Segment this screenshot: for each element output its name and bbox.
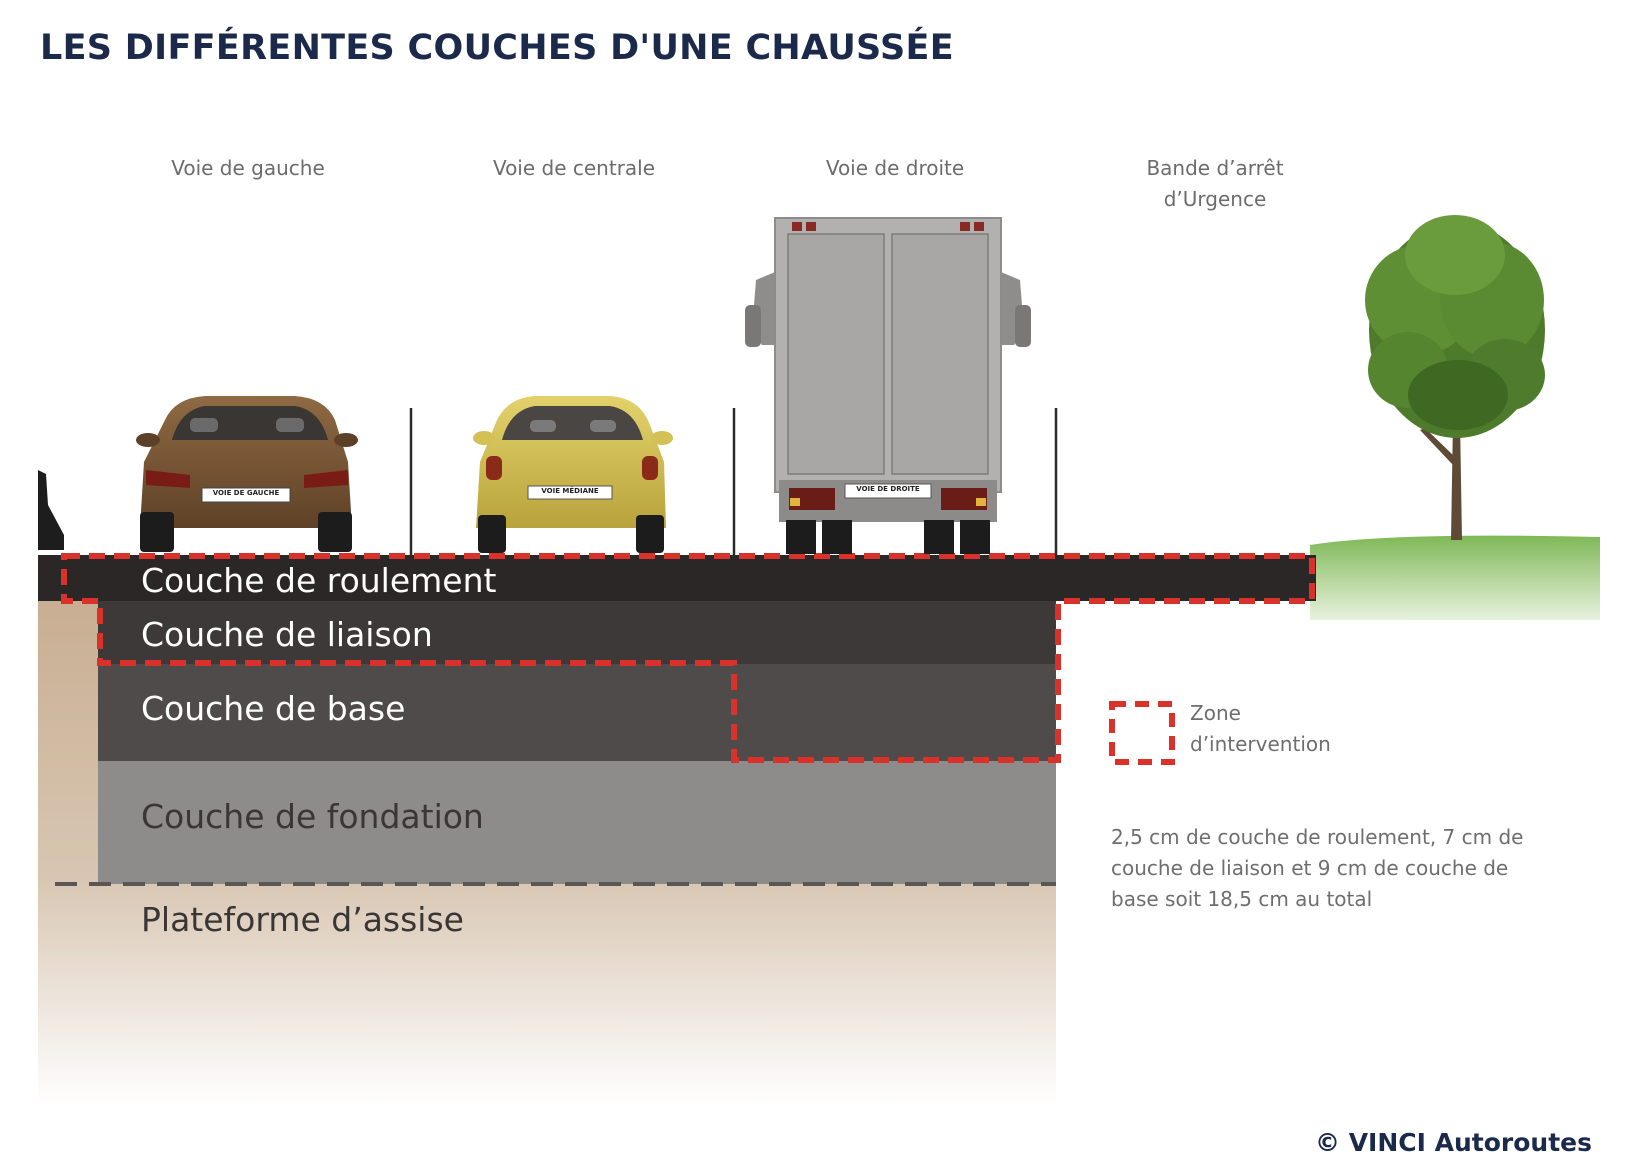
layer-label-roulement: Couche de roulement <box>141 561 497 600</box>
yellow-car-icon <box>473 396 673 553</box>
lane-label-left: Voie de gauche <box>171 156 325 180</box>
credit: © VINCI Autoroutes <box>1315 1128 1592 1157</box>
truck-icon <box>745 217 1031 554</box>
brown-car-icon <box>136 396 358 552</box>
plate-center-car: VOIE MÉDIANE <box>541 487 599 495</box>
thickness-note: 2,5 cm de couche de roulement, 7 cm de c… <box>1111 825 1524 911</box>
layer-label-fondation: Couche de fondation <box>141 797 484 836</box>
roulement-layer <box>38 555 1316 601</box>
intervention-zone-outline <box>61 553 1315 763</box>
base-layer <box>98 663 1056 761</box>
plate-left-car: VOIE DE GAUCHE <box>212 489 280 497</box>
layer-label-liaison: Couche de liaison <box>141 615 433 654</box>
left-barrier <box>38 470 64 550</box>
legend-zone-icon <box>1109 701 1175 765</box>
lane-label-right: Voie de droite <box>825 156 965 180</box>
liaison-layer <box>98 600 1056 664</box>
fondation-layer <box>98 760 1056 884</box>
lane-label-emergency: Bande d’arrêt d’Urgence <box>1146 156 1284 211</box>
plate-truck: VOIE DE DROITE <box>856 485 920 493</box>
page-title: LES DIFFÉRENTES COUCHES D'UNE CHAUSSÉE <box>40 28 954 68</box>
layer-label-plateforme: Plateforme d’assise <box>141 900 464 939</box>
tree-icon <box>1365 215 1545 540</box>
lane-label-center: Voie de centrale <box>492 156 656 180</box>
layer-label-base: Couche de base <box>141 689 406 728</box>
legend-label: Zone d’intervention <box>1190 701 1331 756</box>
grass-verge <box>1310 535 1600 620</box>
